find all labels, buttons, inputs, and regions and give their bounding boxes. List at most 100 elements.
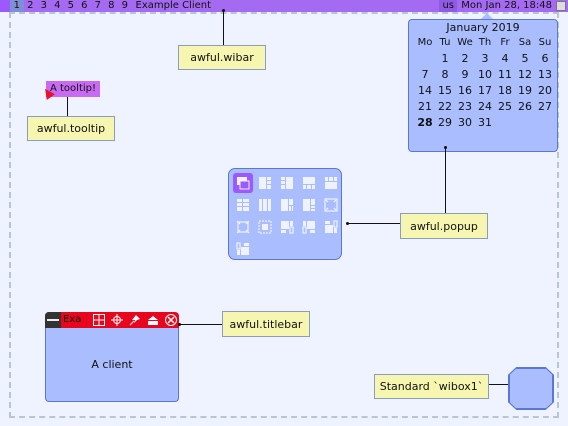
- textclock[interactable]: Mon Jan 28, 18:48: [461, 0, 552, 11]
- calendar-day[interactable]: 18: [498, 84, 512, 97]
- calendar-day[interactable]: 25: [498, 100, 512, 113]
- calendar-day[interactable]: 17: [478, 84, 492, 97]
- layoutbox-icon[interactable]: [556, 1, 566, 11]
- titlebar-icon: [45, 312, 61, 328]
- tasklist-client[interactable]: Example Client: [135, 0, 212, 11]
- popup-connector-vertical: [445, 148, 446, 213]
- calendar-day[interactable]: 6: [541, 52, 549, 65]
- calendar-notch: [480, 13, 494, 20]
- calendar-day[interactable]: 5: [521, 52, 529, 65]
- calendar-weekday: Th: [478, 37, 492, 48]
- layout-magnifier-icon[interactable]: [255, 217, 275, 237]
- tag-6[interactable]: 6: [81, 0, 88, 11]
- calendar-weekday: We: [457, 37, 473, 48]
- layout-fairv-icon[interactable]: [233, 195, 253, 215]
- calendar-day[interactable]: 24: [478, 100, 492, 113]
- titlebar-connector: [179, 324, 222, 325]
- calendar-weekday: Tu: [439, 37, 451, 48]
- layout-fullscreen-icon[interactable]: [233, 217, 253, 237]
- calendar-day[interactable]: 11: [498, 68, 512, 81]
- calendar-day[interactable]: 4: [501, 52, 509, 65]
- wibox1-connector: [489, 384, 511, 385]
- callout-titlebar: awful.titlebar: [222, 311, 310, 337]
- calendar-day[interactable]: 1: [441, 52, 449, 65]
- sticky-button-icon[interactable]: [126, 312, 144, 328]
- calendar-day[interactable]: 13: [538, 68, 552, 81]
- calendar-day[interactable]: 12: [518, 68, 532, 81]
- tag-8[interactable]: 8: [108, 0, 115, 11]
- maximize-button-icon[interactable]: [108, 312, 126, 328]
- callout-wibox1: Standard `wibox1`: [374, 374, 489, 399]
- tag-1[interactable]: 1: [10, 0, 24, 12]
- titlebar-connector-dot: [178, 323, 181, 326]
- layout-spiral-icon[interactable]: [277, 195, 297, 215]
- calendar-day[interactable]: 15: [438, 84, 452, 97]
- layout-tile-icon[interactable]: [255, 173, 275, 193]
- calendar-weekday: Mo: [417, 37, 433, 48]
- tag-3[interactable]: 3: [40, 0, 47, 11]
- tag-9[interactable]: 9: [121, 0, 128, 11]
- layout-tilebottom-icon[interactable]: [299, 173, 319, 193]
- close-button-icon[interactable]: [162, 312, 180, 328]
- popup-connector-dot-left: [346, 222, 349, 225]
- calendar-day[interactable]: 30: [458, 116, 472, 129]
- layout-cornerse-icon[interactable]: [233, 239, 253, 259]
- layout-tiletop-icon[interactable]: [321, 173, 341, 193]
- calendar-empty-cell: [515, 115, 535, 131]
- calendar-day[interactable]: 21: [418, 100, 432, 113]
- calendar-day[interactable]: 10: [478, 68, 492, 81]
- calendar-day[interactable]: 9: [461, 68, 469, 81]
- calendar-day[interactable]: 29: [438, 116, 452, 129]
- calendar-day[interactable]: 7: [421, 68, 429, 81]
- callout-wibar: awful.wibar: [178, 45, 266, 70]
- layout-floating-icon[interactable]: [233, 173, 253, 193]
- calendar-header: January 2019: [446, 21, 520, 34]
- layout-tileleft-icon[interactable]: [277, 173, 297, 193]
- layout-fairh-icon[interactable]: [255, 195, 275, 215]
- layout-cornernw-icon[interactable]: [277, 217, 297, 237]
- calendar-weekday: Sa: [518, 37, 532, 48]
- tag-4[interactable]: 4: [54, 0, 61, 11]
- wibox1: [509, 368, 553, 409]
- calendar-day[interactable]: 27: [538, 100, 552, 113]
- tooltip-connector: [67, 97, 68, 116]
- titlebar[interactable]: Exa: [45, 312, 179, 328]
- ontop-button-icon[interactable]: [144, 312, 162, 328]
- calendar-day[interactable]: 23: [458, 100, 472, 113]
- layout-popup: [228, 168, 342, 260]
- calendar-day[interactable]: 8: [441, 68, 449, 81]
- layout-grid: [233, 173, 343, 259]
- wibar-connector: [223, 10, 224, 45]
- calendar-day[interactable]: 19: [518, 84, 532, 97]
- callout-tooltip: awful.tooltip: [27, 116, 115, 141]
- titlebar-title: Exa: [63, 314, 82, 325]
- layout-max-icon[interactable]: [321, 195, 341, 215]
- taglist-start: [0, 0, 10, 12]
- tag-5[interactable]: 5: [67, 0, 74, 11]
- client-content: A client: [45, 328, 179, 402]
- wibar-connector-dot: [222, 9, 225, 12]
- client-window[interactable]: Exa A client: [45, 312, 179, 402]
- calendar-day[interactable]: 28: [417, 116, 433, 129]
- floating-button-icon[interactable]: [90, 312, 108, 328]
- calendar-empty-cell: [495, 115, 515, 131]
- popup-connector-dot-top: [444, 146, 447, 149]
- layout-cornerne-icon[interactable]: [299, 217, 319, 237]
- calendar-day[interactable]: 20: [538, 84, 552, 97]
- calendar-day[interactable]: 2: [461, 52, 469, 65]
- calendar-day[interactable]: 26: [518, 100, 532, 113]
- calendar-day[interactable]: 3: [481, 52, 489, 65]
- popup-connector-horizontal: [347, 223, 400, 224]
- calendar-day[interactable]: 31: [478, 116, 492, 129]
- tag-2[interactable]: 2: [27, 0, 34, 11]
- callout-popup: awful.popup: [400, 213, 488, 239]
- tag-7[interactable]: 7: [94, 0, 101, 11]
- calendar-day[interactable]: 22: [438, 100, 452, 113]
- layout-cornersw-icon[interactable]: [321, 217, 341, 237]
- calendar-day[interactable]: 16: [458, 84, 472, 97]
- calendar-day[interactable]: 14: [418, 84, 432, 97]
- layout-dwindle-icon[interactable]: [299, 195, 319, 215]
- keyboard-layout[interactable]: us: [439, 0, 458, 12]
